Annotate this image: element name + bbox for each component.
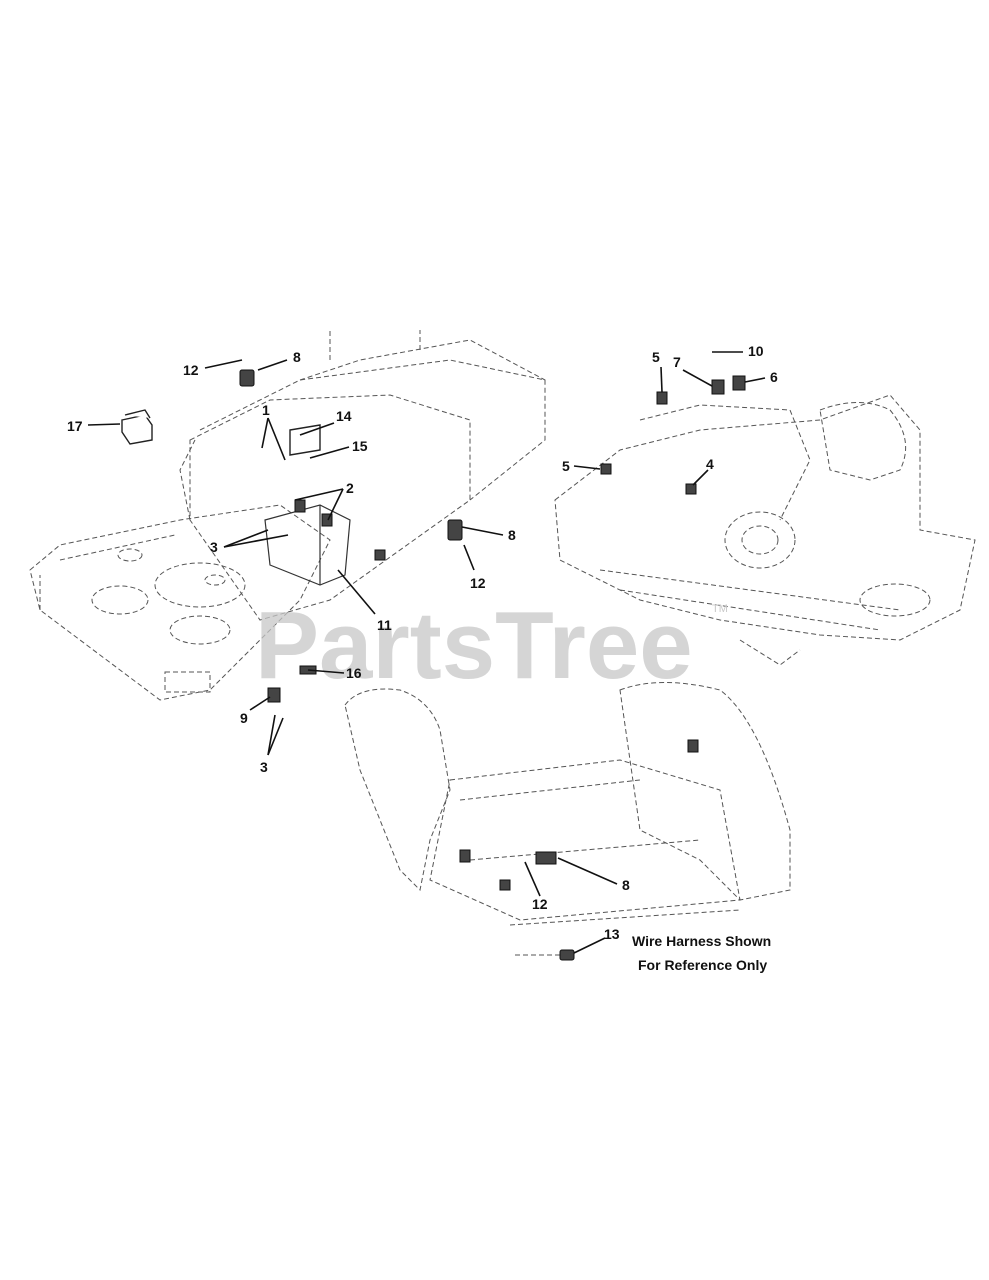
callout-6: 6 — [770, 369, 778, 385]
callout-8-middle: 8 — [508, 527, 516, 543]
callout-12-top: 12 — [183, 362, 199, 378]
note-line-1: Wire Harness Shown — [632, 933, 771, 949]
callout-3-upper: 3 — [210, 539, 218, 555]
callout-1: 1 — [262, 402, 270, 418]
callout-8-bottom: 8 — [622, 877, 630, 893]
callout-8-top: 8 — [293, 349, 301, 365]
callout-14: 14 — [336, 408, 352, 424]
callout-17: 17 — [67, 418, 83, 434]
right-mower-body — [554, 375, 976, 666]
callout-3-lower: 3 — [260, 759, 268, 775]
leader-lines — [87, 351, 766, 954]
callout-11: 11 — [377, 617, 392, 633]
note-line-2: For Reference Only — [638, 957, 767, 973]
callout-12-middle: 12 — [470, 575, 486, 591]
callout-9: 9 — [240, 710, 248, 726]
callout-5-side: 5 — [562, 458, 570, 474]
callout-4: 4 — [706, 456, 714, 472]
callout-10: 10 — [748, 343, 764, 359]
callout-7: 7 — [673, 354, 681, 370]
reference-note: Wire Harness Shown For Reference Only — [632, 933, 771, 973]
watermark-trademark: TM — [712, 603, 728, 615]
watermark-text: PartsTree — [255, 592, 693, 699]
part-17-switch — [121, 409, 153, 445]
callout-13: 13 — [604, 926, 620, 942]
bottom-mower-frame — [344, 682, 791, 961]
callout-5-top: 5 — [652, 349, 660, 365]
callout-12-bottom: 12 — [532, 896, 548, 912]
callout-numbers: 12 8 17 1 14 15 2 3 8 12 11 16 9 3 5 7 1… — [67, 343, 778, 942]
callout-16: 16 — [346, 665, 362, 681]
callout-15: 15 — [352, 438, 368, 454]
callout-2: 2 — [346, 480, 354, 496]
